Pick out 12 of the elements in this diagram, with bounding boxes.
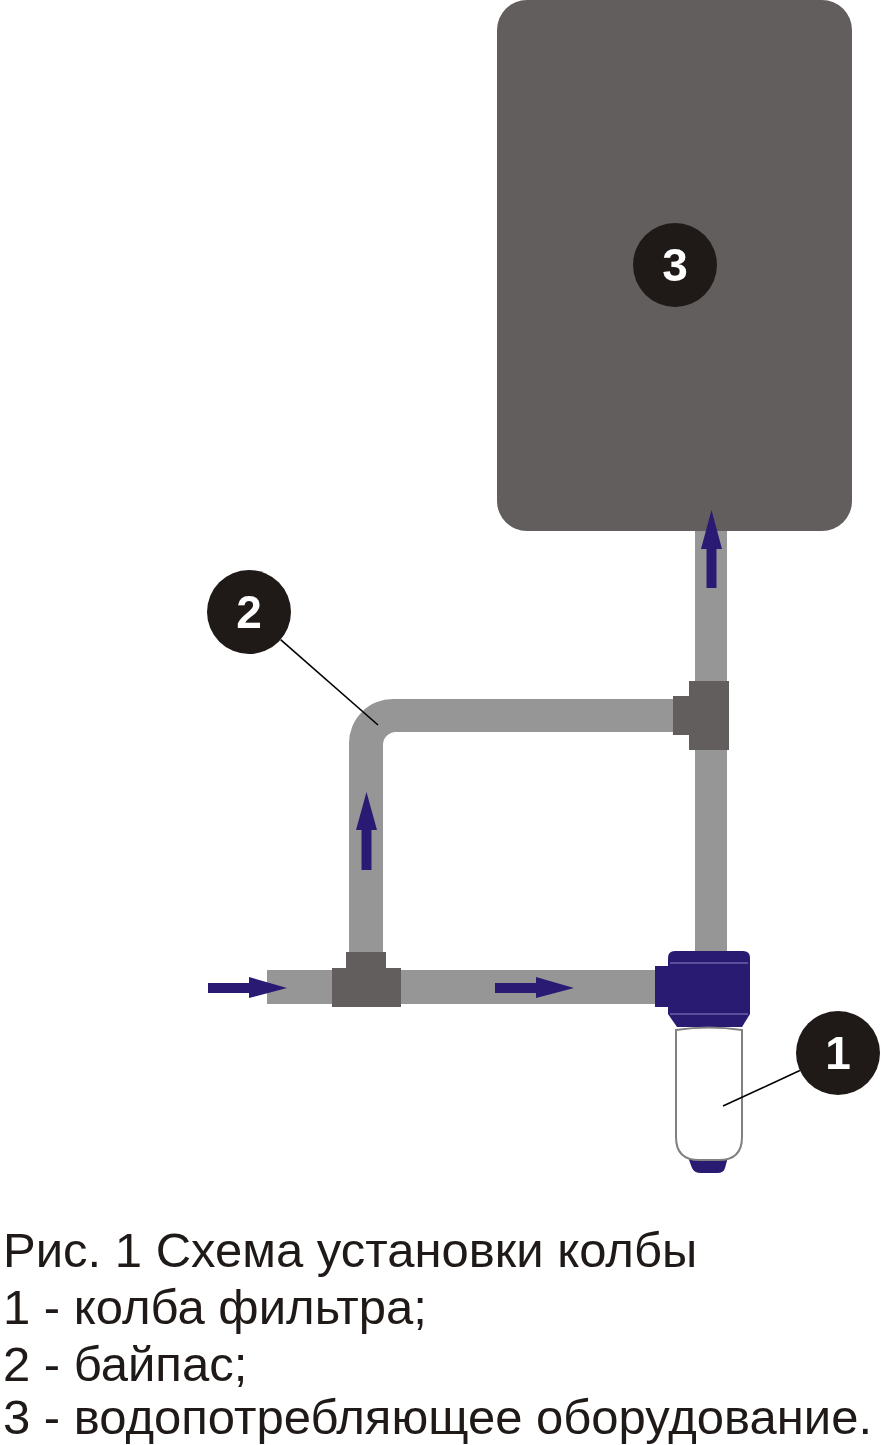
part-key-entry: 3 - водопотребляющее оборудование. bbox=[3, 1391, 873, 1443]
bypass-pipe bbox=[349, 699, 673, 952]
equipment-unit bbox=[497, 0, 852, 531]
part-key-entry: 2 - байпас; bbox=[3, 1338, 248, 1390]
callout-number: 1 bbox=[796, 1011, 880, 1095]
leader-line bbox=[722, 1069, 801, 1107]
callout-number: 3 bbox=[633, 223, 717, 307]
callout-number: 2 bbox=[207, 570, 291, 654]
part-key-entry: 1 - колба фильтра; bbox=[3, 1281, 427, 1333]
filter-bowl bbox=[675, 1025, 743, 1173]
figure-caption: Рис. 1 Схема установки колбы bbox=[3, 1224, 698, 1276]
leader-line bbox=[279, 638, 379, 726]
